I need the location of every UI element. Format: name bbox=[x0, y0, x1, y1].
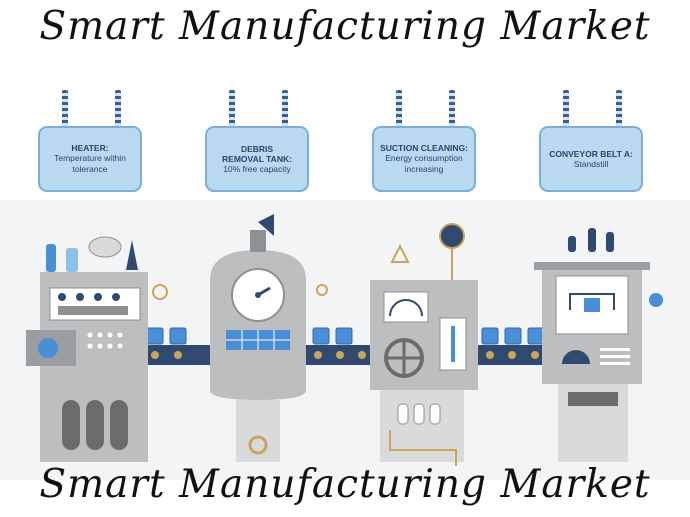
conveyor-belt-machine bbox=[534, 228, 663, 462]
sign-chain bbox=[115, 90, 121, 128]
status-sign-conveyor-belt: CONVEYOR BELT A: Standstill bbox=[539, 126, 643, 192]
sign-chain bbox=[282, 90, 288, 128]
suction-bulb bbox=[439, 223, 465, 249]
sign-heading: SUCTION CLEANING: bbox=[380, 143, 468, 153]
sign-description: Temperature within tolerance bbox=[54, 153, 126, 174]
indicator-lines bbox=[600, 348, 630, 365]
sign-heading: HEATER: bbox=[71, 143, 109, 153]
side-valve-icon bbox=[316, 284, 328, 296]
debris-tank-machine bbox=[210, 214, 328, 462]
sign-description: Energy consumption increasing bbox=[385, 153, 463, 174]
side-fan-icon bbox=[649, 293, 663, 307]
sign-description: 10% free capacity bbox=[223, 163, 291, 174]
tank-valve-icon bbox=[248, 435, 268, 455]
conveyor-rail bbox=[140, 345, 560, 365]
machine-top bbox=[534, 262, 650, 270]
pipe bbox=[389, 430, 457, 466]
sign-heading: CONVEYOR BELT A: bbox=[549, 148, 633, 159]
meter-panel bbox=[383, 291, 429, 323]
horn-icon bbox=[258, 214, 274, 236]
blue-tube bbox=[46, 244, 56, 272]
grate bbox=[568, 392, 618, 406]
motor-icon bbox=[584, 298, 600, 312]
sign-chain bbox=[396, 90, 402, 128]
sign-chain bbox=[62, 90, 68, 128]
top-insulators bbox=[568, 228, 614, 252]
cylinder bbox=[86, 400, 104, 450]
heater-machine bbox=[26, 236, 168, 462]
gauge-icon bbox=[562, 350, 590, 364]
flasks bbox=[397, 403, 441, 425]
top-tank bbox=[88, 236, 122, 258]
triangle-icon bbox=[390, 243, 410, 263]
sign-description: Standstill bbox=[573, 158, 609, 169]
sign-chain bbox=[229, 90, 235, 128]
meter-icon bbox=[389, 299, 423, 317]
sign-chain bbox=[616, 90, 622, 128]
indicator-dots bbox=[87, 332, 123, 349]
antenna bbox=[126, 240, 138, 270]
conveyor-boxes bbox=[146, 327, 545, 345]
page-title-repeat: Smart Manufacturing Market bbox=[39, 462, 651, 507]
sign-chain bbox=[449, 90, 455, 128]
glass-tube bbox=[66, 248, 78, 272]
cylinder bbox=[62, 400, 80, 450]
status-sign-suction-cleaning: SUCTION CLEANING: Energy consumption inc… bbox=[372, 126, 476, 192]
conveyor-gears bbox=[151, 351, 539, 359]
suction-cleaning-machine bbox=[370, 223, 478, 466]
cylinder bbox=[110, 400, 128, 450]
status-sign-debris-tank: DEBRIS REMOVAL TANK: 10% free capacity bbox=[205, 126, 309, 192]
sign-chain bbox=[563, 90, 569, 128]
status-sign-heater: HEATER: Temperature within tolerance bbox=[38, 126, 142, 192]
tank-neck bbox=[250, 230, 266, 252]
page-title: Smart Manufacturing Market bbox=[39, 4, 651, 49]
machine-base bbox=[380, 390, 464, 462]
sign-heading: DEBRIS REMOVAL TANK: bbox=[222, 143, 292, 164]
control-panel bbox=[49, 287, 141, 321]
thermometer-icon bbox=[451, 326, 455, 362]
dials bbox=[58, 293, 128, 315]
valve-wheel-icon bbox=[152, 284, 168, 300]
heater-gauge-icon bbox=[38, 338, 58, 358]
